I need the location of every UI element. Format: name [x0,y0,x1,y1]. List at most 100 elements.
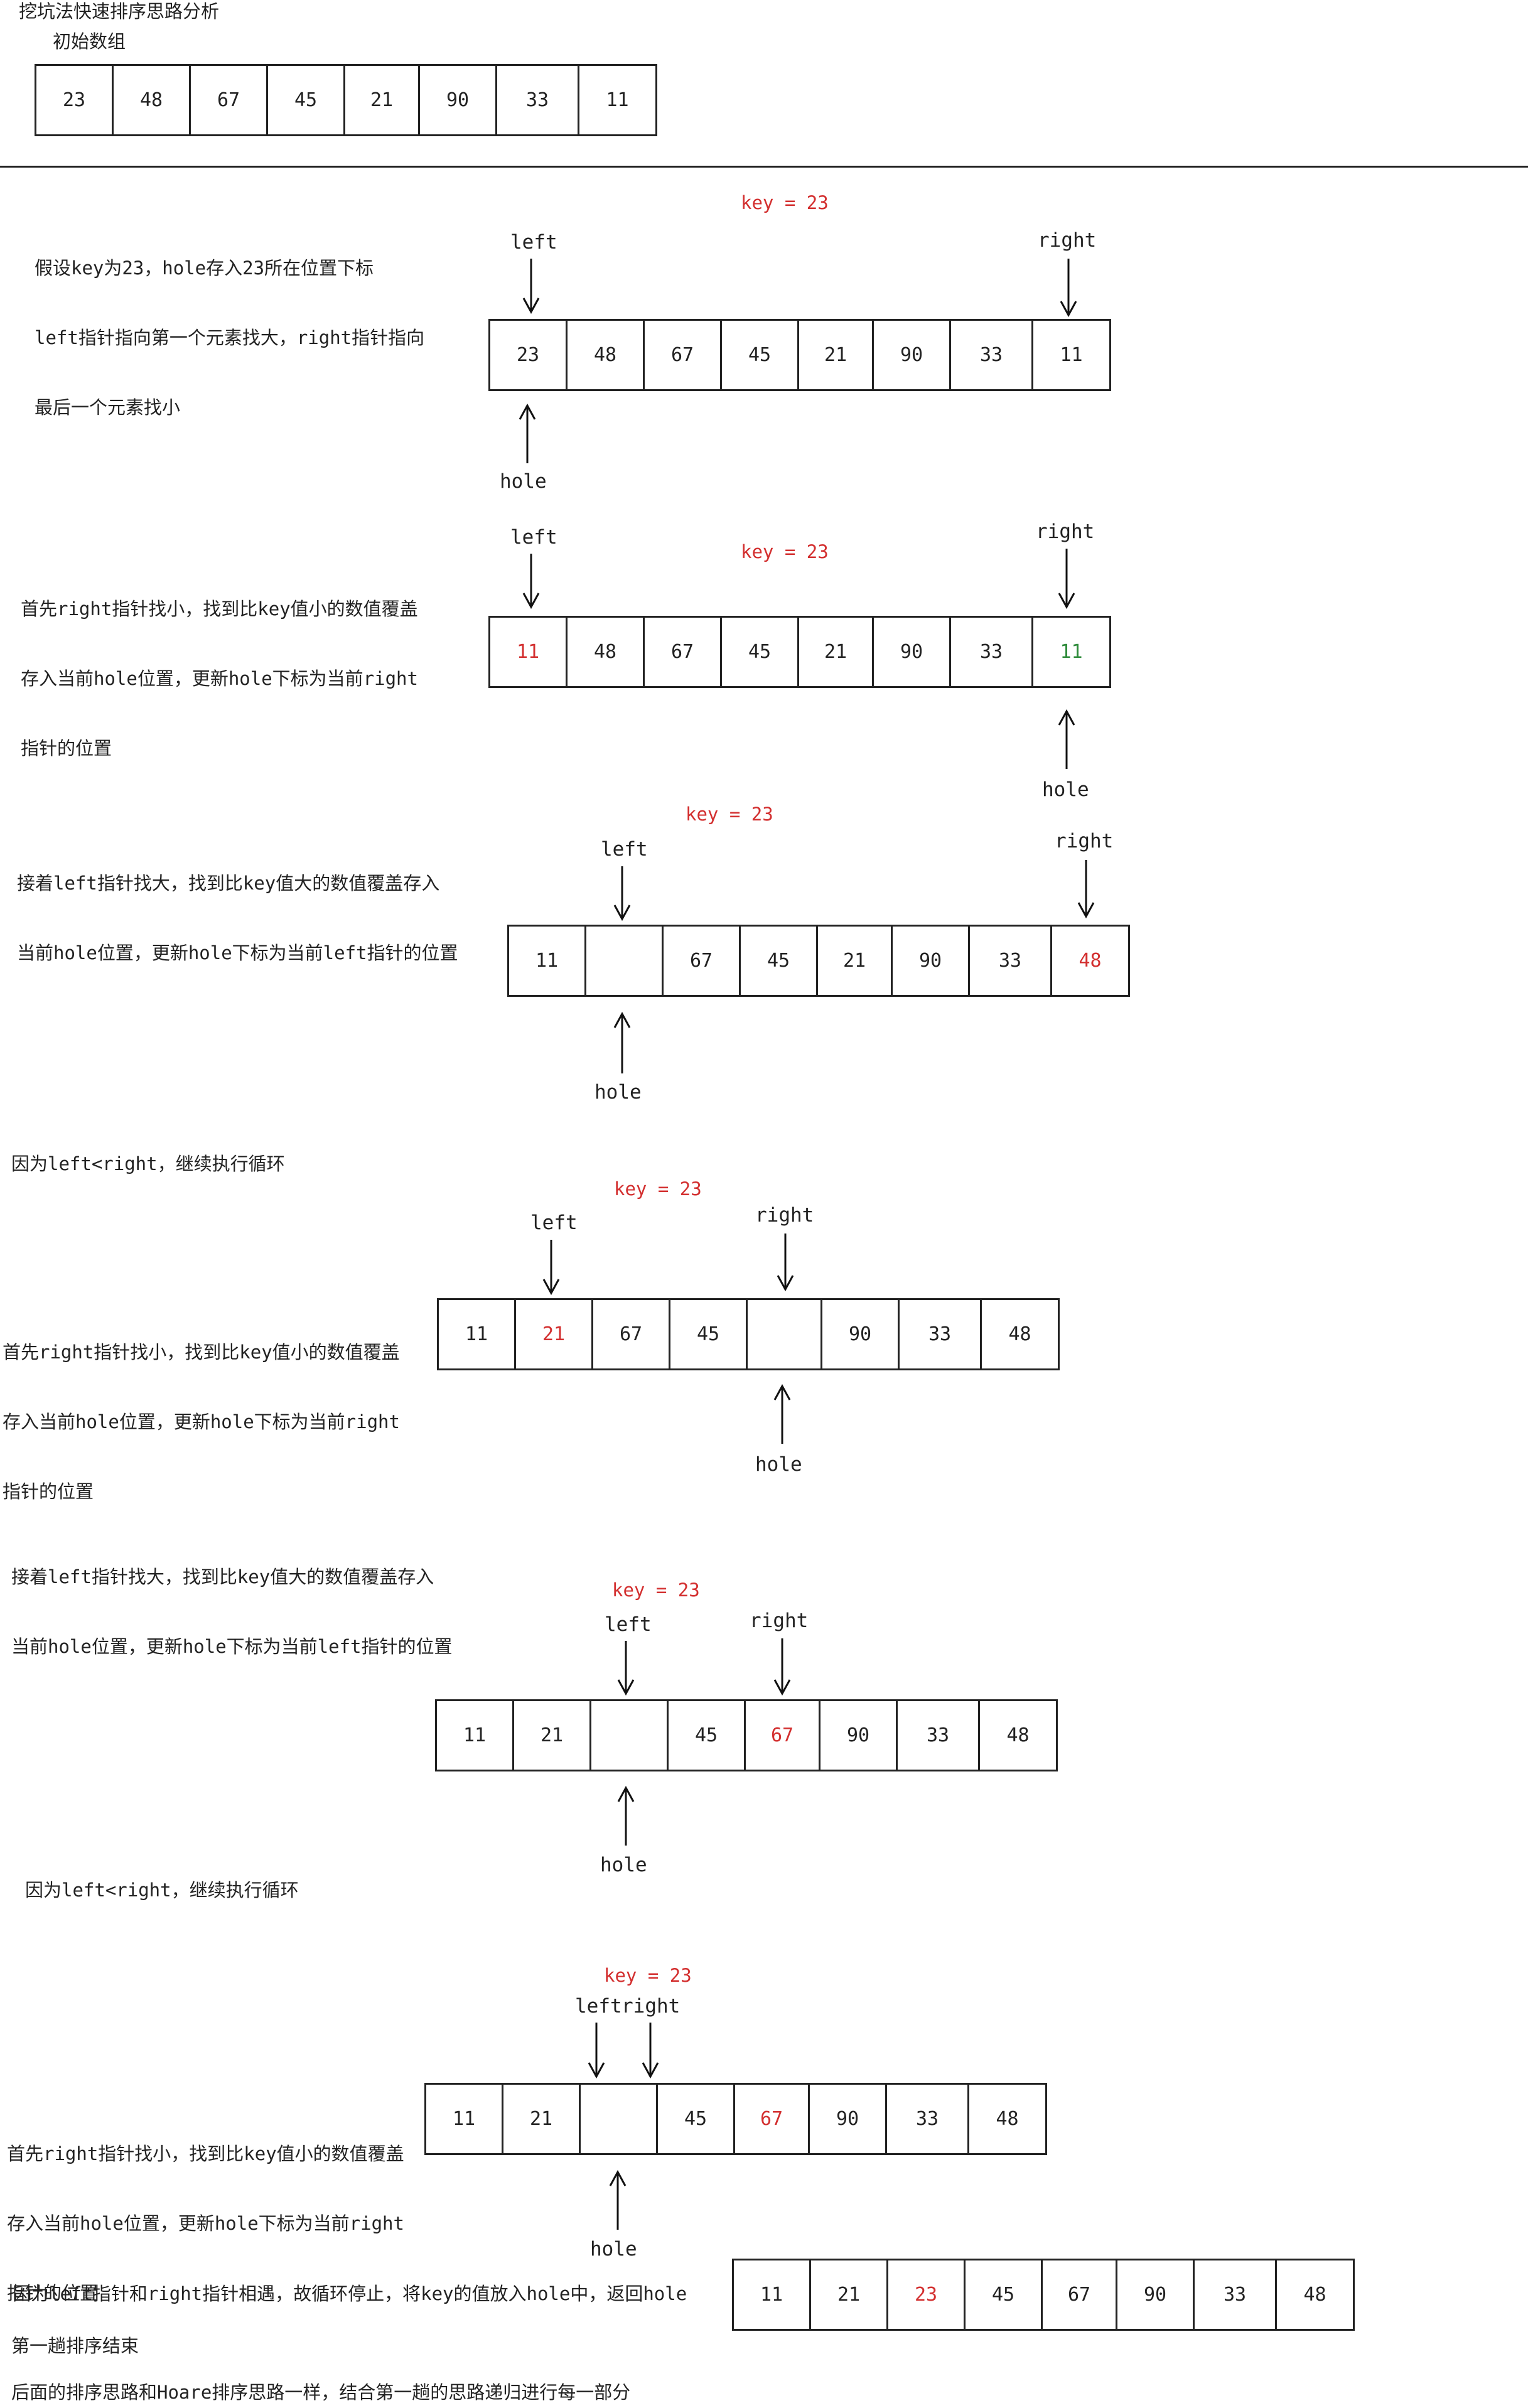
array-cell: 11 [1060,641,1083,663]
array-cell [581,2085,658,2153]
step6-desc-line3: 指针的位置 [7,2282,99,2304]
array-cell: 48 [1006,1724,1030,1746]
step4-note: 因为left<right，继续执行循环 [11,1153,285,1174]
step5-hole-label: hole [600,1854,647,1876]
step4-desc-line2: 存入当前hole位置，更新hole下标为当前right [3,1411,400,1432]
step1-right-arrow [1060,259,1077,318]
step4-desc-line1: 首先right指针找小，找到比key值小的数值覆盖 [3,1341,400,1363]
step1-left-arrow [522,259,540,314]
array-cell: 67 [645,321,722,389]
step1-key-label: key = 23 [741,192,829,213]
array-cell: 11 [437,1701,514,1770]
footer-text: 后面的排序思路和Hoare排序思路一样，结合第一趟的思路递归进行每一部分 [11,2382,631,2403]
step3-right-arrow [1077,860,1095,919]
array-cell: 23 [490,321,568,389]
step3-hole-arrow [613,1011,631,1073]
array-cell: 21 [345,66,420,134]
step4-desc: 首先right指针找小，找到比key值小的数值覆盖 存入当前hole位置，更新h… [3,1294,400,1527]
step6-key-label: key = 23 [604,1965,692,1986]
array-cell: 45 [670,1300,748,1368]
step2-left-arrow [522,554,540,610]
array-cell: 67 [664,927,741,995]
step6-note: 因为left<right，继续执行循环 [25,1879,299,1901]
step6-desc: 首先right指针找小，找到比key值小的数值覆盖 存入当前hole位置，更新h… [7,2096,404,2328]
step6-desc-line2: 存入当前hole位置，更新hole下标为当前right [7,2213,404,2234]
step2-right-arrow [1058,549,1075,610]
step1-desc-line1: 假设key为23，hole存入23所在位置下标 [35,257,374,279]
step2-desc: 首先right指针找小，找到比key值小的数值覆盖 存入当前hole位置，更新h… [21,551,418,783]
step1-left-label: left [510,231,557,254]
initial-array-label: 初始数组 [53,31,126,52]
array-cell: 11 [606,89,629,111]
step4-left-label: left [530,1212,578,1234]
step5-desc-line1: 接着left指针找大，找到比key值大的数值覆盖存入 [11,1566,434,1588]
array-cell: 90 [893,927,970,995]
array-cell: 11 [439,1300,516,1368]
step3-left-label: left [601,838,648,861]
array-cell: 67 [735,2085,810,2153]
array-cell: 45 [966,2260,1043,2329]
array-cell: 33 [900,1300,982,1368]
array-cell: 45 [658,2085,735,2153]
array-cell: 33 [951,321,1033,389]
array-cell: 21 [503,2085,581,2153]
step5-key-label: key = 23 [612,1579,700,1601]
array-cell: 45 [722,321,799,389]
step2-hole-arrow [1058,709,1075,769]
array-cell: 21 [799,321,874,389]
array-cell: 21 [818,927,893,995]
array-cell: 90 [874,618,951,686]
step2-hole-label: hole [1042,778,1089,801]
array-cell: 90 [820,1701,898,1770]
array-cell: 33 [887,2085,969,2153]
step4-right-label: right [755,1204,814,1227]
step5-desc-line2: 当前hole位置，更新hole下标为当前left指针的位置 [11,1636,453,1657]
array-cell: 67 [746,1701,820,1770]
array-cell: 48 [114,66,191,134]
step2-right-label: right [1036,520,1095,543]
step1-desc: 假设key为23，hole存入23所在位置下标 left指针指向第一个元素找大，… [35,210,424,443]
array-cell: 90 [1117,2260,1195,2329]
array-cell: 11 [426,2085,503,2153]
step3-desc: 接着left指针找大，找到比key值大的数值覆盖存入 当前hole位置，更新ho… [17,825,458,988]
step4-key-label: key = 23 [614,1178,702,1200]
step5-left-arrow [617,1641,635,1696]
array-cell: 21 [516,1300,593,1368]
array-cell [586,927,664,995]
array-cell: 67 [645,618,722,686]
section-divider [0,166,1528,168]
array-cell: 90 [810,2085,887,2153]
step4-hole-label: hole [755,1453,802,1476]
step2-desc-line2: 存入当前hole位置，更新hole下标为当前right [21,668,418,689]
step3-right-label: right [1055,830,1114,852]
step6-hole-arrow [609,2169,627,2230]
step5-desc: 接着left指针找大，找到比key值大的数值覆盖存入 当前hole位置，更新ho… [11,1519,453,1682]
array-cell: 48 [996,2108,1019,2130]
array-cell: 67 [593,1300,670,1368]
step1-hole-arrow [519,403,536,463]
step2-left-label: left [510,526,557,549]
array-cell: 90 [420,66,497,134]
step6-right-label: right [621,1995,681,2018]
array-cell: 23 [36,66,114,134]
array-cell: 48 [1079,950,1102,972]
step5-right-arrow [773,1638,791,1696]
final-desc: 因为left指针和right指针相遇，故循环停止，将key的值放入hole中，返… [13,2283,687,2304]
array-cell: 21 [514,1701,591,1770]
step1-right-label: right [1038,229,1097,252]
array-cell: 33 [951,618,1033,686]
end-text: 第一趟排序结束 [11,2335,139,2357]
array-cell: 67 [1043,2260,1117,2329]
array-cell: 33 [970,927,1052,995]
step3-left-arrow [613,866,631,922]
array-cell: 45 [268,66,345,134]
array-cell: 21 [811,2260,888,2329]
